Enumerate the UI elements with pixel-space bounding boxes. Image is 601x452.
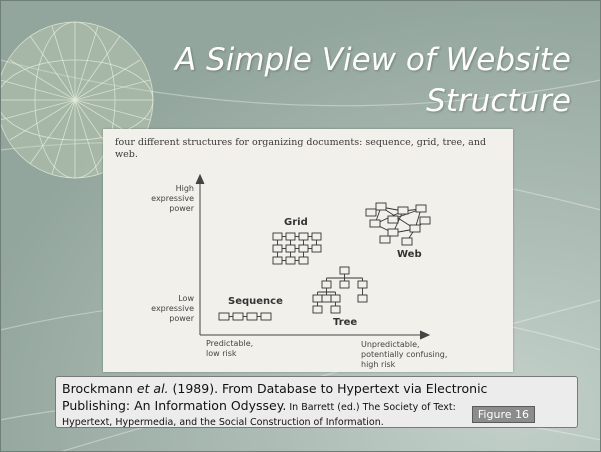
axes [195,173,431,340]
y-low-label-1: Low [178,294,194,303]
citation-title-cont: Publishing: An Information Odyssey. [62,398,287,413]
sequence-structure [218,312,272,321]
y-high-label-3: power [169,204,194,213]
tree-label: Tree [333,317,357,328]
sequence-label: Sequence [228,296,283,307]
citation-line-2: Publishing: An Information Odyssey. In B… [62,397,571,416]
scan-caption-line1: four different structures for organizing… [115,137,487,148]
grid-label: Grid [284,217,308,228]
x-right-label-2: potentially confusing, [361,350,447,359]
slide-title: A Simple View of Website Structure [51,40,571,122]
citation-line-3: Hypertext, Hypermedia, and the Social Co… [62,417,384,428]
y-low-label-2: expressive [151,304,194,313]
web-structure [365,202,431,246]
citation-in-part: In Barrett (ed.) The Society of Text: [286,402,456,413]
structure-diagram: High expressive power Low expressive pow… [151,173,447,369]
x-left-label-1: Predictable, [206,339,253,348]
citation-box: Brockmann et al. (1989). From Database t… [55,376,578,428]
figure-scan: four different structures for organizing… [103,129,513,372]
y-low-label-3: power [169,314,194,323]
x-left-label-2: low risk [206,349,237,358]
figure-number-badge: Figure 16 [471,406,535,423]
slide-title-line1: A Simple View of Website [175,42,571,78]
scan-caption: four different structures for organizing… [115,137,505,161]
citation-year-title: (1989). From Database to Hypertext via E… [168,381,488,396]
citation-et-al: et al. [136,381,169,396]
tree-structure [312,266,368,314]
x-right-label-3: high risk [361,360,396,369]
x-right-label-1: Unpredictable, [361,340,420,349]
y-high-label-1: High [176,184,194,193]
slide-title-line2: Structure [426,83,571,119]
grid-structure [272,232,322,265]
citation-line-1: Brockmann et al. (1989). From Database t… [62,380,571,397]
web-label: Web [397,249,422,260]
citation-authors: Brockmann [62,381,137,396]
scan-caption-line2: web. [115,149,138,160]
y-high-label-2: expressive [151,194,194,203]
